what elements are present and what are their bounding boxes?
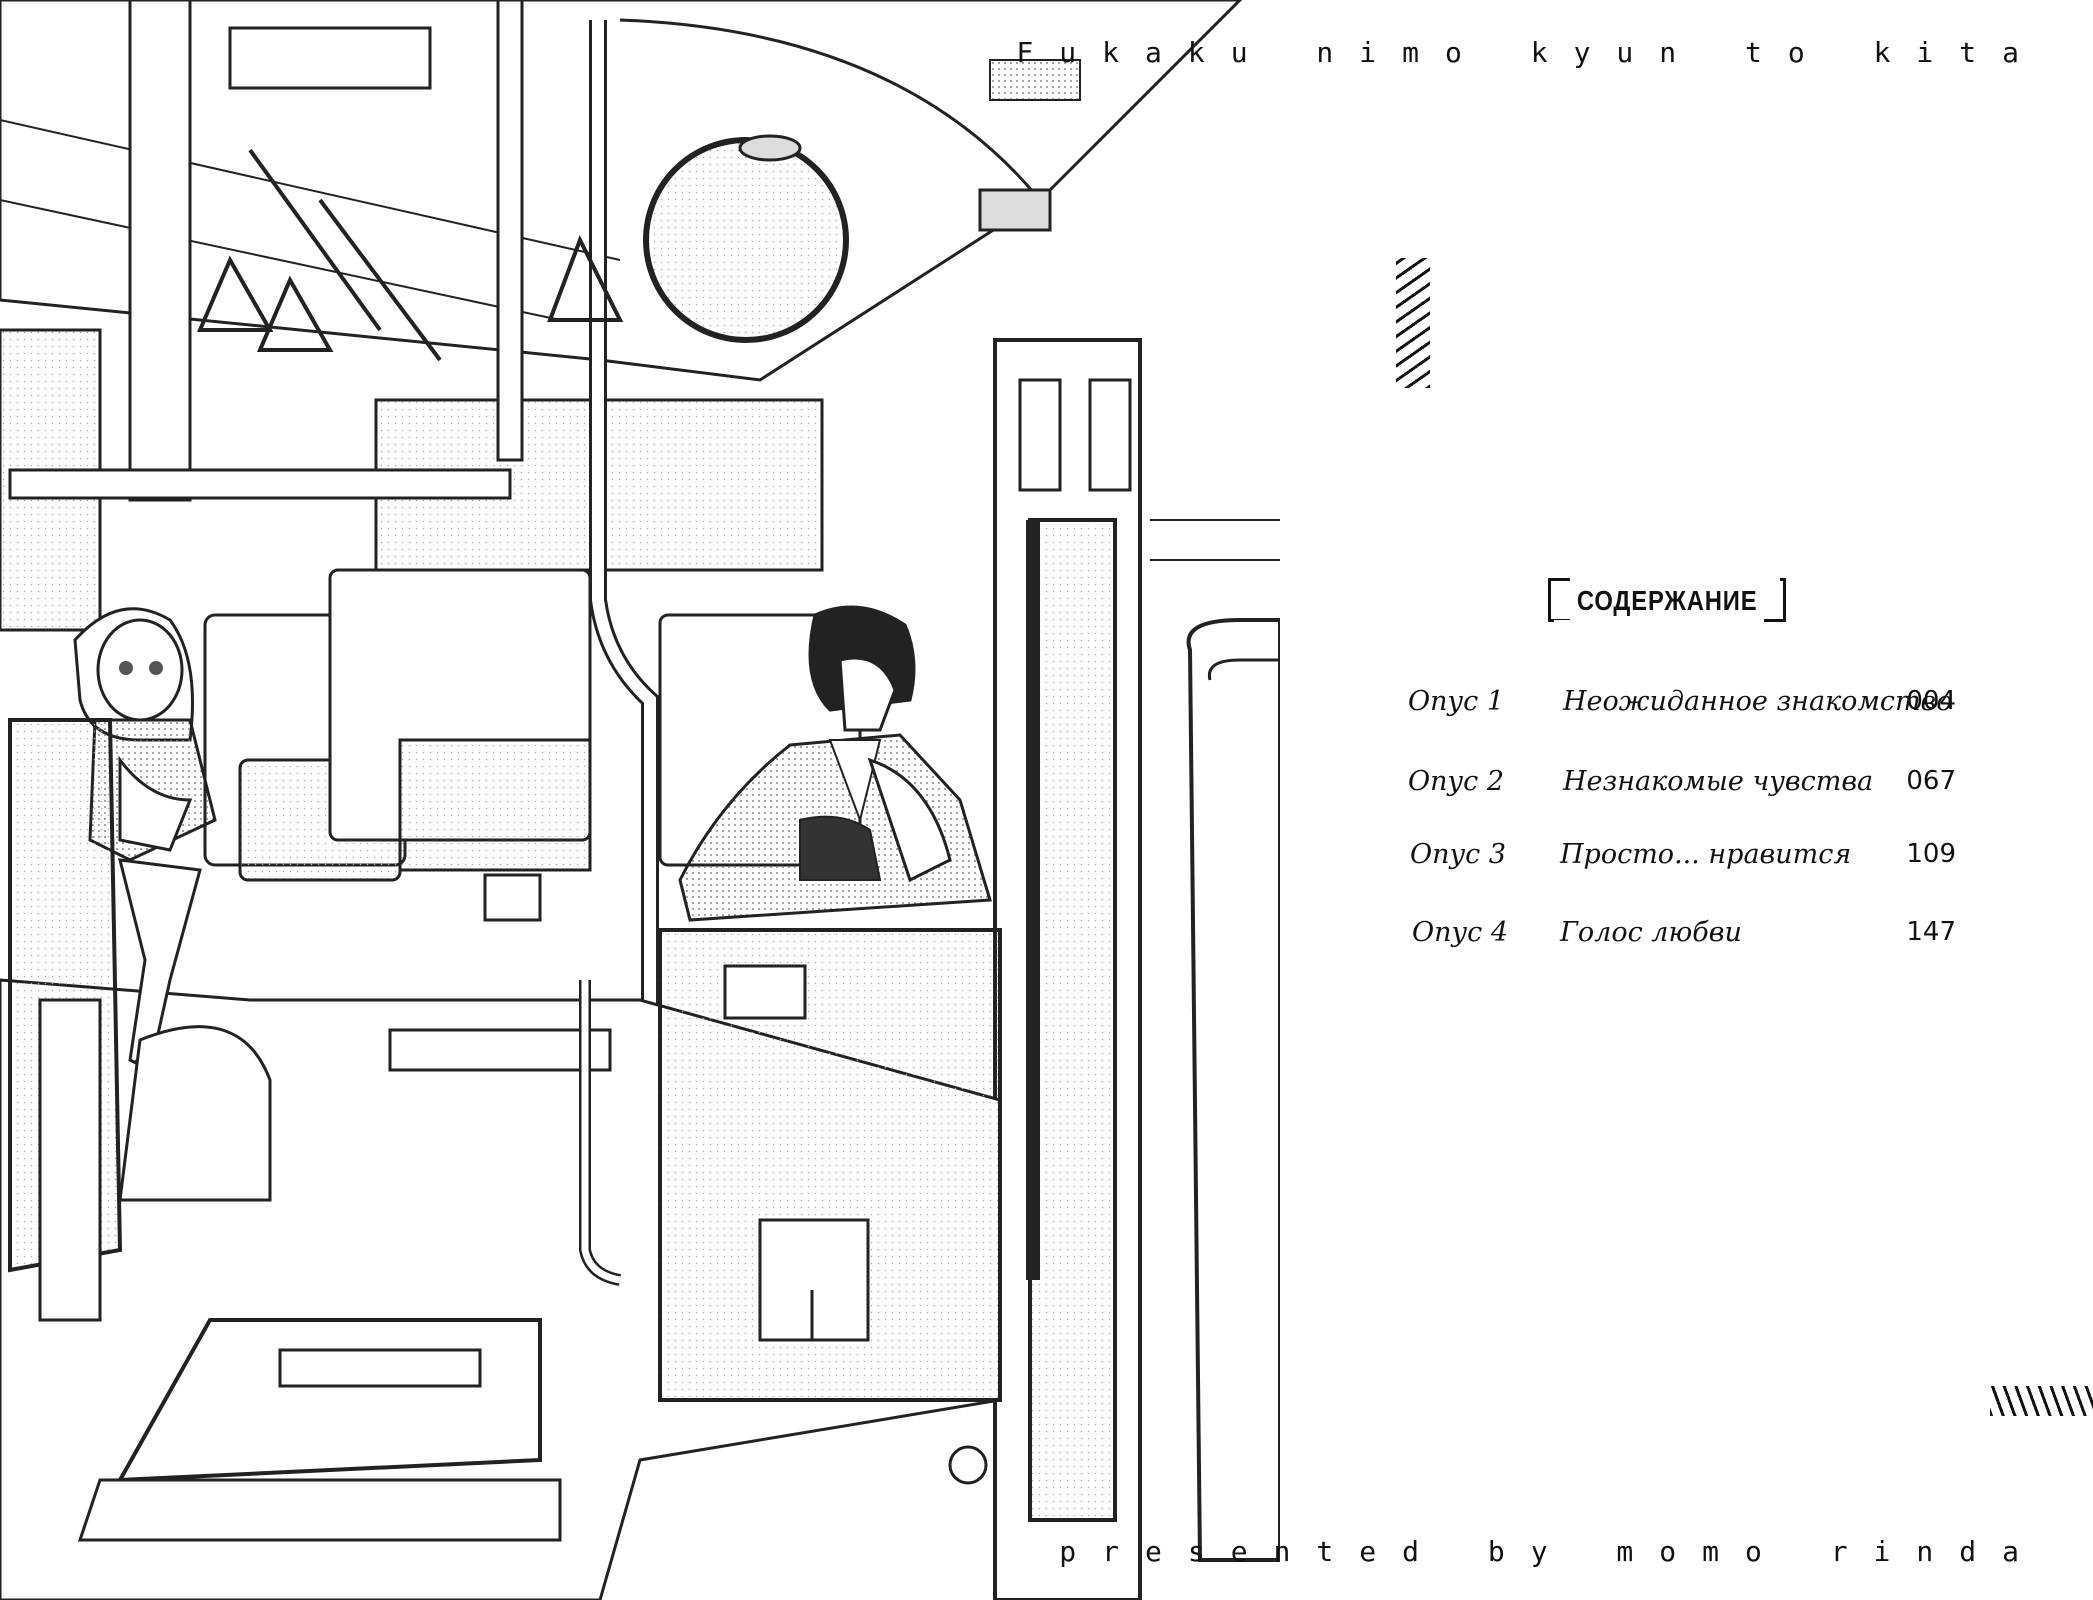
toc-page-number: 067 [1906,766,1956,796]
decorative-hatch-bottom [1990,1386,2093,1416]
toc-row-chapter-2: Опус 2 Незнакомые чувства 067 [1408,766,2008,806]
bracket-right-decoration [1764,578,1786,622]
toc-opus-label: Опус 3 [1410,839,1507,870]
bracket-left-decoration [1548,578,1570,622]
toc-row-chapter-3: Опус 3 Просто... нравится 109 [1408,839,2008,879]
toc-chapter-title: Просто... нравится [1560,839,1852,870]
toc-row-chapter-1: Опус 1 Неожиданное знакомство 004 [1408,686,2008,726]
toc-chapter-title: Незнакомые чувства [1563,766,1874,797]
author-credit: presented by momo rinda [1059,1535,2045,1568]
toc-page-number: 004 [1906,686,1956,716]
contents-heading: СОДЕРЖАНИЕ [1548,576,1786,626]
toc-opus-label: Опус 2 [1408,766,1505,797]
toc-opus-label: Опус 1 [1408,686,1505,717]
toc-opus-label: Опус 4 [1412,917,1509,948]
series-title: Fukaku nimo kyun to kita [1016,36,2045,69]
toc-chapter-title: Неожиданное знакомство [1563,686,1953,717]
bus-interior-illustration [0,0,1280,1600]
girl-figure [73,607,217,1100]
toc-row-chapter-4: Опус 4 Голос любви 147 [1408,917,2008,957]
toc-chapter-title: Голос любви [1560,917,1742,948]
decorative-hatch-top [1396,258,1430,388]
toc-page-number: 109 [1906,839,1956,869]
contents-heading-label: СОДЕРЖАНИЕ [1576,585,1758,616]
toc-page-number: 147 [1906,917,1956,947]
boy-figure [678,605,992,922]
